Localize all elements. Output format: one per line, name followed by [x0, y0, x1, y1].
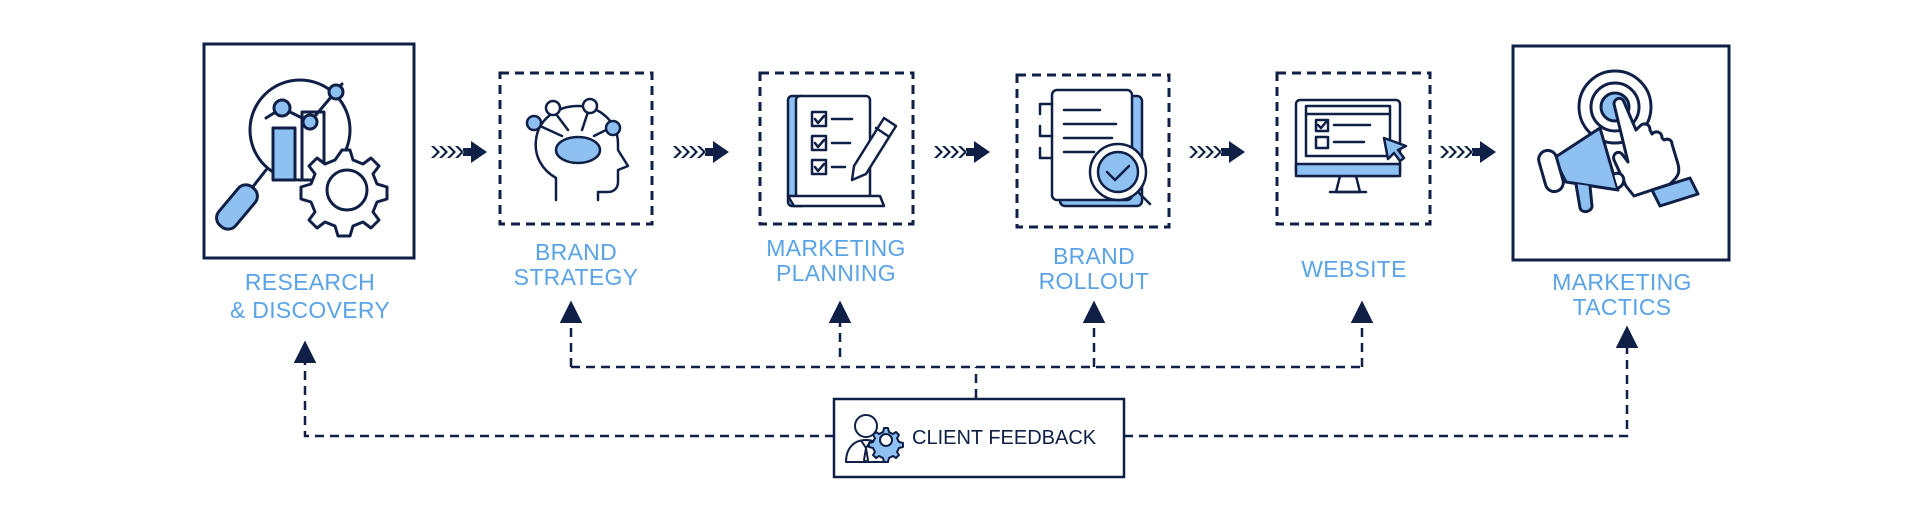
flow-arrows [431, 141, 1496, 163]
feedback-connectors [293, 300, 1639, 438]
step-label-planning: MARKETING PLANNING [736, 236, 936, 286]
step-label-website: WEBSITE [1254, 255, 1454, 283]
flow-arrow-1 [431, 141, 487, 163]
website-monitor-icon [1294, 98, 1408, 194]
step-label-line1: WEBSITE [1301, 256, 1407, 282]
step-label-line1: MARKETING [766, 235, 906, 261]
clipboard-check-icon [1038, 88, 1152, 208]
client-feedback-label: CLIENT FEEDBACK [912, 427, 1097, 449]
step-label-line2: ROLLOUT [1038, 268, 1150, 294]
flow-arrow-3 [934, 141, 990, 163]
megaphone-click-icon [1537, 69, 1700, 214]
user-gear-icon [845, 414, 904, 463]
flow-arrow-4 [1189, 141, 1245, 163]
step-label-line2: STRATEGY [513, 264, 639, 290]
brain-head-icon [525, 97, 630, 202]
checklist-icon [786, 94, 898, 208]
step-label-line2: & DISCOVERY [229, 297, 391, 323]
step-label-line1: RESEARCH [244, 269, 376, 295]
feedback-line-research [293, 340, 834, 438]
step-label-strategy: BRAND STRATEGY [478, 240, 674, 290]
step-label-line1: BRAND [534, 239, 617, 265]
step-label-line1: BRAND [1052, 243, 1135, 269]
step-label-line1: MARKETING [1552, 269, 1692, 295]
research-icon [215, 78, 389, 238]
step-label-research: RESEARCH & DISCOVERY [200, 268, 420, 324]
flow-arrow-5 [1440, 141, 1496, 163]
step-label-tactics: MARKETING TACTICS [1512, 270, 1732, 320]
step-label-rollout: BRAND ROLLOUT [994, 244, 1194, 294]
step-label-line2: PLANNING [776, 260, 896, 286]
feedback-line-tactics [1124, 325, 1639, 438]
step-label-line2: TACTICS [1572, 294, 1672, 320]
flow-arrow-2 [673, 141, 729, 163]
